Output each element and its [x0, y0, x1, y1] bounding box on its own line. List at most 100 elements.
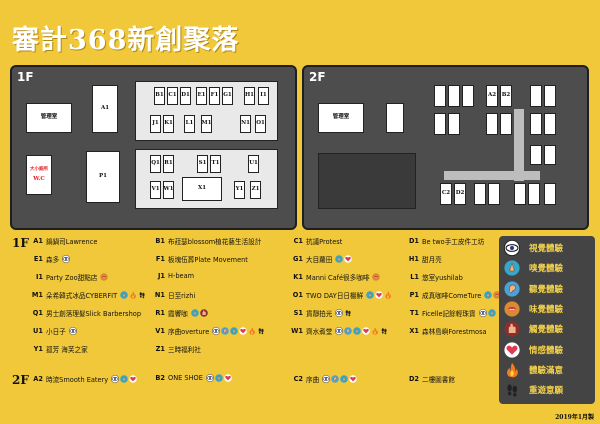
area-q1[interactable]: Q1 — [150, 155, 161, 173]
page-title: 審計368新創聚落 — [12, 25, 240, 56]
hear-icon — [504, 280, 520, 297]
shop-code: G1 — [292, 255, 303, 263]
area-y1[interactable]: Y1 — [234, 181, 245, 199]
area-r1[interactable]: R1 — [163, 155, 174, 173]
smell-icon — [335, 255, 344, 263]
area-f1[interactable]: F1 — [209, 87, 220, 105]
area-j1[interactable]: J1 — [150, 115, 161, 133]
see-icon — [335, 327, 344, 335]
area-u1[interactable]: U1 — [248, 155, 259, 173]
area-i1[interactable]: I1 — [258, 87, 269, 105]
office-1f[interactable]: 管理室 — [26, 103, 72, 133]
area-b2[interactable]: B2 — [500, 85, 512, 107]
area-e1[interactable]: E1 — [196, 87, 207, 105]
area-b1[interactable]: B1 — [154, 87, 165, 105]
smell-icon — [215, 374, 223, 382]
legend-label: 嗅覺體驗 — [529, 264, 564, 275]
heart-icon — [129, 375, 137, 383]
area-l1[interactable]: L1 — [184, 115, 195, 133]
heart-icon — [344, 255, 353, 263]
shop-name: 時流Smooth Eatery — [46, 376, 109, 384]
area-a2[interactable]: A2 — [486, 85, 498, 107]
shop-icons — [205, 374, 232, 382]
shop-code: O1 — [292, 291, 303, 299]
heart-icon — [224, 374, 232, 382]
area-2f-m2 — [448, 113, 460, 135]
shop-icons — [190, 309, 208, 317]
shop-name: 序曲 — [306, 376, 320, 384]
shop-code: D2 — [408, 375, 419, 383]
area-v1[interactable]: V1 — [150, 181, 161, 199]
smell-icon — [120, 291, 128, 299]
area-c2[interactable]: C2 — [440, 183, 452, 205]
area-m1[interactable]: M1 — [201, 115, 212, 133]
area-d1[interactable]: D1 — [180, 87, 191, 105]
shop-name: 抗議Protest — [306, 238, 343, 246]
office-2f[interactable]: 管理室 — [318, 103, 364, 133]
area-w1[interactable]: W1 — [163, 181, 174, 199]
shop-name: 鍋鍋司Lawrence — [46, 238, 98, 246]
area-z1[interactable]: Z1 — [250, 181, 261, 199]
shop-name: H-beam — [168, 272, 195, 280]
corridor-2f — [514, 109, 524, 181]
area-s1[interactable]: S1 — [197, 155, 208, 173]
area-p1[interactable]: P1 — [86, 151, 120, 203]
shop-code: Y1 — [33, 345, 43, 353]
shop-code: I1 — [35, 273, 43, 281]
area-o1[interactable]: O1 — [255, 115, 266, 133]
toilet-label: 大小廁所 W.C — [26, 155, 52, 195]
shop-code: C1 — [293, 237, 303, 245]
legend-label: 情感體驗 — [529, 345, 564, 356]
legend-label: 重遊意願 — [529, 386, 564, 397]
area-a1[interactable]: A1 — [92, 85, 118, 133]
legend-label: 觸覺體驗 — [529, 325, 564, 336]
wc-text: W.C — [33, 176, 45, 182]
shop-name: 日至rizhi — [168, 292, 196, 300]
area-2f-b4 — [528, 183, 540, 205]
taste-icon — [504, 301, 520, 317]
area-t1[interactable]: T1 — [210, 155, 221, 173]
area-g1[interactable]: G1 — [222, 87, 233, 105]
area-h1[interactable]: H1 — [244, 87, 255, 105]
area-x1[interactable]: X1 — [182, 177, 222, 201]
shop-icons — [335, 309, 352, 317]
legend-item-heart: 情感體驗 — [504, 341, 564, 358]
area-c1[interactable]: C1 — [167, 87, 178, 105]
area-k1[interactable]: K1 — [163, 115, 174, 133]
shop-name: 男士創落理髮Slick Barbershop — [46, 310, 142, 318]
corridor-2f-horizontal — [444, 171, 540, 180]
area-d2[interactable]: D2 — [454, 183, 466, 205]
smell-icon — [353, 327, 362, 335]
area-n1[interactable]: N1 — [240, 115, 251, 133]
